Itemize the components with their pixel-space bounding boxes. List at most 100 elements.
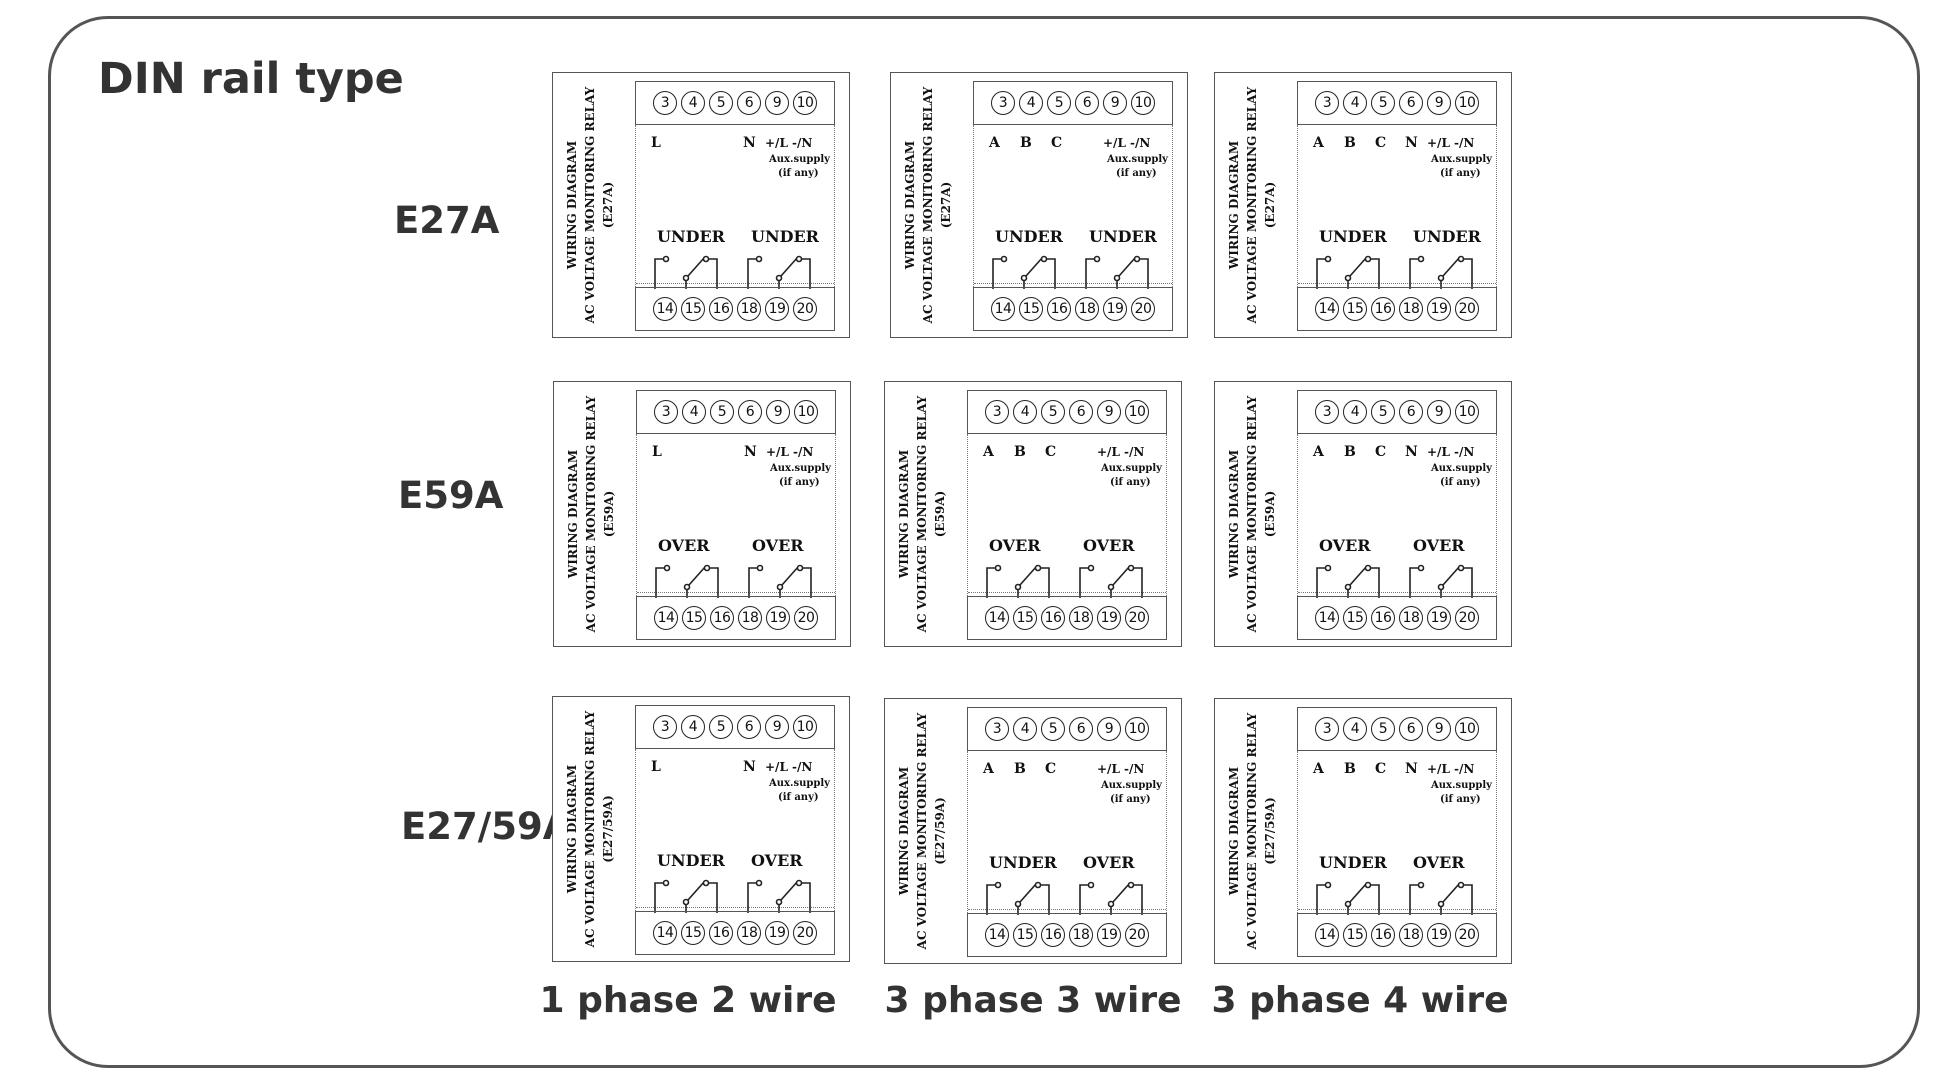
- relay-contacts-symbol: [654, 879, 811, 913]
- aux-supply-terminals: +/L -/N: [765, 136, 813, 150]
- aux-supply-terminals: +/L -/N: [1427, 762, 1475, 776]
- terminal: 4: [681, 91, 705, 115]
- terminal: 9: [1427, 717, 1451, 741]
- input-label: B: [1344, 444, 1356, 460]
- input-label: B: [1344, 761, 1356, 777]
- input-label: C: [1051, 135, 1063, 151]
- wiring-diagram-panel: WIRING DIAGRAM AC VOLTAGE MONITORING RELA…: [884, 381, 1182, 647]
- panel-side-line-1: WIRING DIAGRAM: [1227, 766, 1241, 896]
- dotted-enclosure: [636, 434, 836, 596]
- terminal: 3: [653, 715, 677, 739]
- panel-model-code: (E59A): [602, 490, 616, 538]
- terminal: 5: [1371, 91, 1395, 115]
- dotted-enclosure: [635, 125, 835, 287]
- input-label: A: [1313, 761, 1324, 777]
- input-label: A: [983, 444, 994, 460]
- terminal: 5: [1047, 91, 1071, 115]
- terminal: 10: [1455, 400, 1479, 424]
- panel-side-caption: WIRING DIAGRAM AC VOLTAGE MONITORING RELA…: [1221, 703, 1283, 959]
- panel-side-text: WIRING DIAGRAM AC VOLTAGE MONITORING RELA…: [1225, 713, 1279, 950]
- input-label: N: [1405, 444, 1418, 460]
- column-label-1-phase-2-wire: 1 phase 2 wire: [539, 980, 837, 1021]
- terminal: 6: [1399, 717, 1423, 741]
- aux-supply-terminals: +/L -/N: [765, 760, 813, 774]
- relay-label: OVER: [1319, 536, 1371, 555]
- aux-supply-label: Aux.supply: [769, 778, 830, 789]
- terminal: 4: [682, 400, 706, 424]
- terminal: 16: [1371, 606, 1395, 630]
- relay-label: UNDER: [1413, 227, 1481, 246]
- terminal: 19: [765, 297, 789, 321]
- relay-label: OVER: [1083, 853, 1135, 872]
- aux-supply-note: (if any): [1110, 477, 1151, 488]
- column-label-3-phase-4-wire: 3 phase 4 wire: [1211, 980, 1509, 1021]
- terminal: 10: [793, 715, 817, 739]
- terminal: 9: [1427, 400, 1451, 424]
- terminal: 9: [765, 715, 789, 739]
- row-label-e27-59a: E27/59A: [401, 805, 572, 848]
- terminal: 18: [1069, 923, 1093, 947]
- input-label: C: [1375, 761, 1387, 777]
- terminal: 14: [1315, 923, 1339, 947]
- dotted-enclosure: [967, 751, 1167, 913]
- panel-model-code: (E27A): [1263, 181, 1277, 229]
- panel-side-line-2: AC VOLTAGE MONITORING RELAY: [584, 395, 598, 633]
- aux-supply-note: (if any): [1440, 477, 1481, 488]
- terminal: 9: [1427, 91, 1451, 115]
- terminal: 4: [1013, 717, 1037, 741]
- panel-side-line-1: WIRING DIAGRAM: [897, 449, 911, 579]
- input-label: B: [1020, 135, 1032, 151]
- terminal: 5: [709, 91, 733, 115]
- aux-supply-note: (if any): [1440, 168, 1481, 179]
- aux-supply-label: Aux.supply: [1107, 154, 1168, 165]
- relay-label: UNDER: [1319, 227, 1387, 246]
- terminal: 19: [1097, 606, 1121, 630]
- terminal: 16: [1041, 606, 1065, 630]
- terminal: 5: [1041, 400, 1065, 424]
- terminal: 5: [1371, 400, 1395, 424]
- panel-side-line-2: AC VOLTAGE MONITORING RELAY: [583, 86, 597, 324]
- relay-label: UNDER: [1089, 227, 1157, 246]
- panel-side-line-2: AC VOLTAGE MONITORING RELAY: [915, 395, 929, 633]
- panel-model-code: (E27/59A): [933, 797, 947, 865]
- aux-supply-note: (if any): [778, 792, 819, 803]
- relay-label: UNDER: [995, 227, 1063, 246]
- relay-label: OVER: [1083, 536, 1135, 555]
- dotted-enclosure: [1297, 434, 1497, 596]
- input-label: L: [651, 135, 661, 151]
- outer-frame: [48, 16, 1920, 1068]
- terminal: 4: [1013, 400, 1037, 424]
- input-label: C: [1375, 135, 1387, 151]
- panel-model-code: (E59A): [1263, 490, 1277, 538]
- panel-side-line-2: AC VOLTAGE MONITORING RELAY: [1245, 712, 1259, 950]
- relay-label: OVER: [1413, 536, 1465, 555]
- terminal: 15: [1343, 297, 1367, 321]
- panel-side-line-2: AC VOLTAGE MONITORING RELAY: [915, 712, 929, 950]
- relay-label: UNDER: [1319, 853, 1387, 872]
- input-label: A: [983, 761, 994, 777]
- terminal: 14: [991, 297, 1015, 321]
- relay-label: OVER: [658, 536, 710, 555]
- wiring-diagram-panel: WIRING DIAGRAM AC VOLTAGE MONITORING RELA…: [552, 72, 850, 338]
- terminal: 15: [1013, 923, 1037, 947]
- panel-side-line-1: WIRING DIAGRAM: [565, 140, 579, 270]
- aux-supply-terminals: +/L -/N: [766, 445, 814, 459]
- aux-supply-terminals: +/L -/N: [1097, 445, 1145, 459]
- terminal: 19: [1427, 606, 1451, 630]
- panel-side-caption: WIRING DIAGRAM AC VOLTAGE MONITORING RELA…: [891, 386, 953, 642]
- terminal: 14: [653, 921, 677, 945]
